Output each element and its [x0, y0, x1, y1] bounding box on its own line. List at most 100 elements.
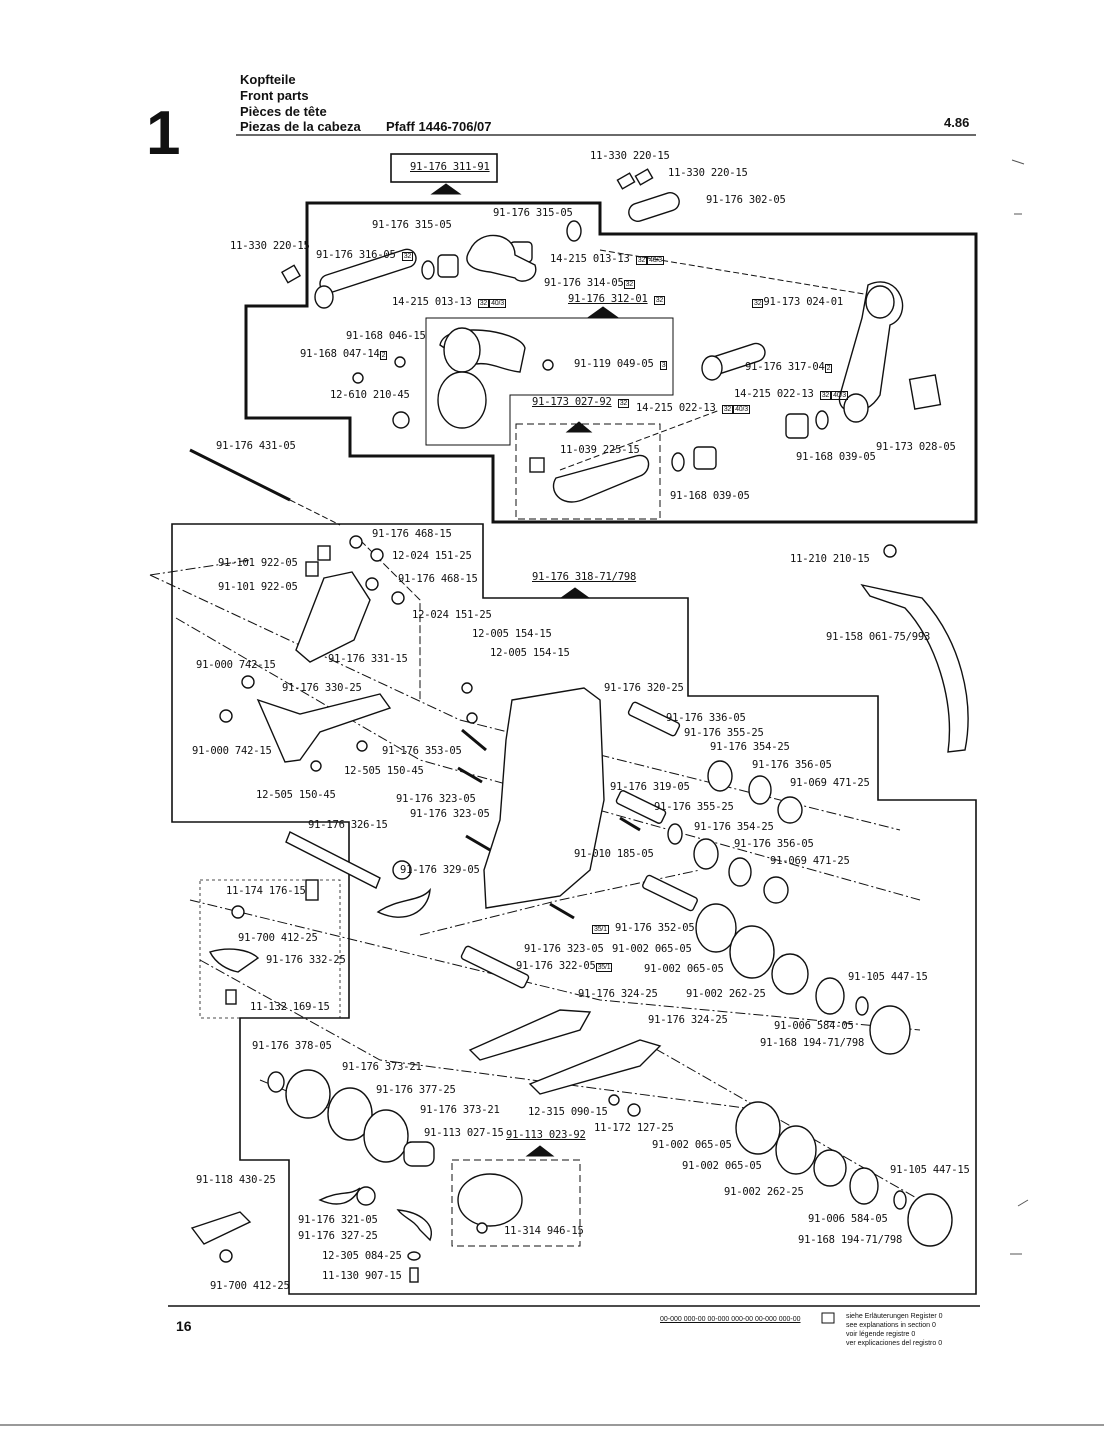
part-label: 91-168 046-15 [346, 330, 426, 342]
part-label: 91-700 412-25 [210, 1280, 290, 1292]
section-number: 1 [146, 99, 181, 168]
part-label: 12-305 084-25 [322, 1250, 402, 1262]
part-label: 91-168 039-05 [796, 451, 876, 463]
part-label: 91-176 324-25 [578, 988, 658, 1000]
legend-codes: 00-000 000-00 00-000 000-00 00-000 000-0… [660, 1316, 801, 1323]
part-label: 91-105 447-15 [848, 971, 928, 983]
part-label: 91-176 356-05 [752, 759, 832, 771]
part-label: 91-176 377-25 [376, 1084, 456, 1096]
part-label: 91-002 262-25 [724, 1186, 804, 1198]
part-label: 91-176 323-05 [396, 793, 476, 805]
mark-32: 32 [721, 405, 734, 414]
part-label: 11-314 946-15 [504, 1225, 584, 1237]
part-label: 91-176 331-15 [328, 653, 408, 665]
part-label: 91-176 323-05 [410, 808, 490, 820]
part-label: 91-176 332-25 [266, 954, 346, 966]
part-label: 11-330 220-15 [590, 150, 670, 162]
part-label: 91-168 039-05 [670, 490, 750, 502]
part-label: 91-105 447-15 [890, 1164, 970, 1176]
part-label: 91-176 327-25 [298, 1230, 378, 1242]
part-label: 12-610 210-45 [330, 389, 410, 401]
mark-2: 2 [379, 351, 388, 360]
mark-32: 32 [623, 280, 635, 289]
part-label: 91-101 922-05 [218, 581, 298, 593]
part-label: 91-176 336-05 [666, 712, 746, 724]
part-label: 91-176 468-15 [398, 573, 478, 585]
part-label: 91-173 027-92 32 [532, 396, 630, 408]
part-label: 91-176 321-05 [298, 1214, 378, 1226]
part-label: 91-176 320-25 [604, 682, 684, 694]
part-label-assembly-main: 91-176 311-91 [410, 161, 490, 173]
mark-32: 32 [635, 256, 648, 265]
part-label: 91-168 194-71/798 [798, 1234, 903, 1246]
part-label: 12-024 151-25 [412, 609, 492, 621]
part-label: 91-176 315-05 [372, 219, 452, 231]
part-label: 12-005 154-15 [490, 647, 570, 659]
part-label: 91-176 355-25 [684, 727, 764, 739]
mark-35-1: 35/1 [592, 925, 609, 934]
part-label: 35/1 91-176 352-05 [592, 922, 695, 934]
part-label: 91-176 323-05 [524, 943, 604, 955]
part-label: 91-000 742-15 [192, 745, 272, 757]
part-label: 91-176 373-21 [342, 1061, 422, 1073]
mark-35-1: 35/1 [595, 963, 613, 972]
part-label: 11-174 176-15 [226, 885, 306, 897]
mark-32: 32 [401, 252, 414, 261]
mark-3: 3 [659, 361, 668, 370]
part-label: 91-002 065-05 [612, 943, 692, 955]
machine-model: Pfaff 1446-706/07 [386, 119, 492, 134]
part-label: 91-176 324-25 [648, 1014, 728, 1026]
part-label: 12-315 090-15 [528, 1106, 608, 1118]
mark-32: 32 [819, 391, 832, 400]
part-label: 91-176 319-05 [610, 781, 690, 793]
part-label: 91-176 316-05 32 [316, 249, 414, 261]
mark-32: 32 [653, 296, 666, 305]
title-en: Front parts [240, 88, 309, 103]
part-label: 91-176 373-21 [420, 1104, 500, 1116]
edition-date: 4.86 [944, 115, 970, 130]
part-label: 91-176 353-05 [382, 745, 462, 757]
part-label: 91-113 027-15 [424, 1127, 504, 1139]
part-label: 91-700 412-25 [238, 932, 318, 944]
part-label: 12-024 151-25 [392, 550, 472, 562]
part-label: 91-002 065-05 [682, 1160, 762, 1172]
part-label: 91-176 468-15 [372, 528, 452, 540]
mark-2: 2 [824, 364, 833, 373]
page-number: 16 [176, 1318, 192, 1334]
part-label: 91-006 584-05 [808, 1213, 888, 1225]
part-label: 91-176 355-25 [654, 801, 734, 813]
part-label: 91-069 471-25 [770, 855, 850, 867]
part-label: 91-176 431-05 [216, 440, 296, 452]
title-fr: Pièces de tête [240, 104, 327, 119]
part-label: 91-176 378-05 [252, 1040, 332, 1052]
part-label: 91-176 302-05 [706, 194, 786, 206]
part-label: 91-176 312-01 32 [568, 293, 666, 305]
legend-line-fr: voir légende registre 0 [846, 1331, 916, 1338]
part-label: 91-168 194-71/798 [760, 1037, 865, 1049]
part-label: 91-158 061-75/993 [826, 631, 931, 643]
part-label: 91-176 315-05 [493, 207, 573, 219]
part-label: 91-119 049-05 3 [574, 358, 668, 370]
mark-40-3: 40/3 [831, 391, 848, 400]
part-label: 91-069 471-25 [790, 777, 870, 789]
mark-40-3: 40/3 [733, 405, 750, 414]
legend-line-en: see explanations in section 0 [846, 1322, 936, 1329]
title-de: Kopfteile [240, 72, 296, 87]
part-label: 91-002 262-25 [686, 988, 766, 1000]
part-label: 91-173 028-05 [876, 441, 956, 453]
part-label: 91-176 329-05 [400, 864, 480, 876]
part-label: 91-101 922-05 [218, 557, 298, 569]
part-label: 91-176 326-15 [308, 819, 388, 831]
part-label: 91-010 185-05 [574, 848, 654, 860]
part-label: 91-000 742-15 [196, 659, 276, 671]
part-label: 12-005 154-15 [472, 628, 552, 640]
